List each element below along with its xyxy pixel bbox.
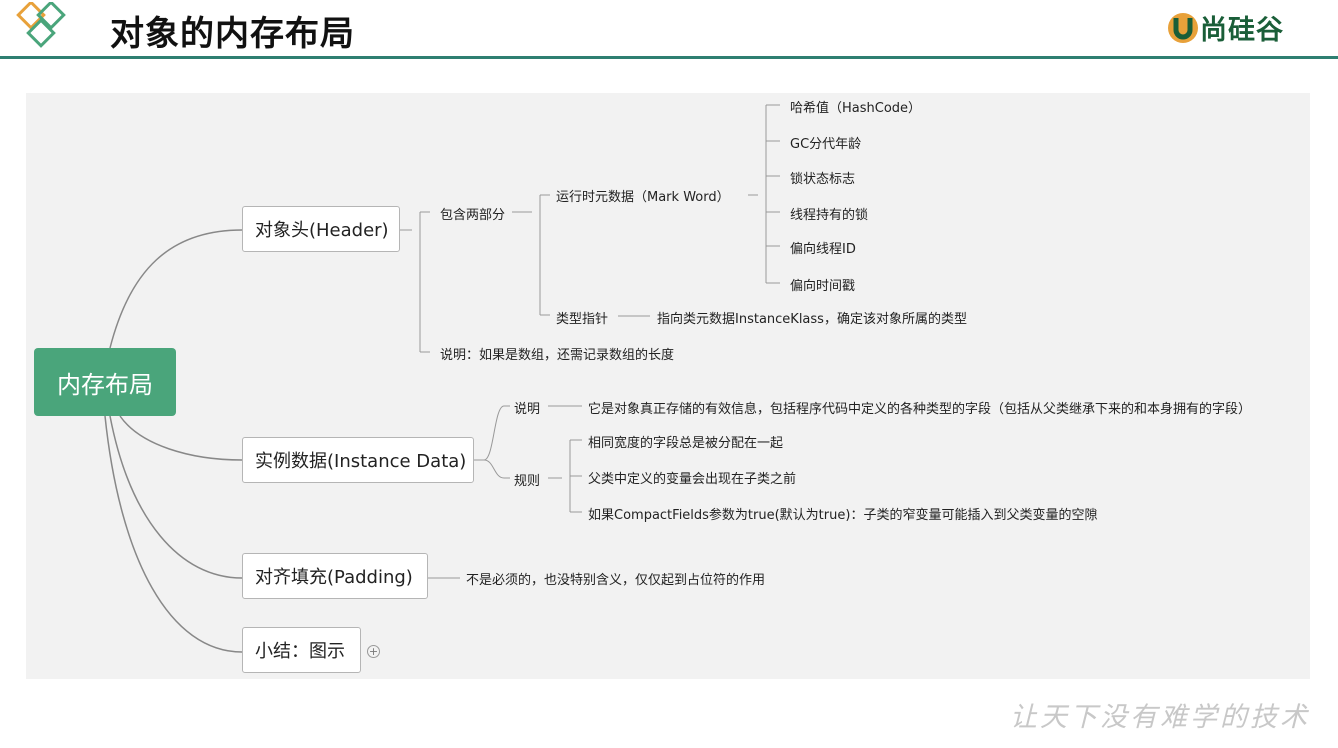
brand-logo-icon [1168,13,1198,43]
mark-item[interactable]: GC分代年龄 [790,137,862,152]
node-klass-pointer[interactable]: 类型指针 [556,312,609,327]
node-instance-desc[interactable]: 它是对象真正存储的有效信息，包括程序代码中定义的各种类型的字段（包括从父类继承下… [588,402,1252,417]
node-mark-word[interactable]: 运行时元数据（Mark Word） [556,190,730,205]
mark-item[interactable]: 线程持有的锁 [790,208,869,223]
brand-name: 尚硅谷 [1200,15,1284,46]
mark-item[interactable]: 锁状态标志 [790,172,856,187]
rule-item[interactable]: 父类中定义的变量会出现在子类之前 [588,472,797,487]
node-padding[interactable]: 对齐填充(Padding) [242,553,428,599]
node-header[interactable]: 对象头(Header) [242,206,400,252]
expand-plus-icon[interactable]: + [367,645,380,658]
logo-diamonds-icon [16,2,66,48]
node-klass-desc[interactable]: 指向类元数据InstanceKlass，确定该对象所属的类型 [657,312,967,327]
node-header-contains[interactable]: 包含两部分 [440,208,506,223]
mark-item[interactable]: 偏向线程ID [790,242,856,257]
node-padding-desc[interactable]: 不是必须的，也没特别含义，仅仅起到占位符的作用 [466,573,766,588]
mark-item[interactable]: 哈希值（HashCode） [790,101,922,116]
node-instance-desc-label[interactable]: 说明 [514,402,541,417]
header-divider [0,56,1338,59]
rule-item[interactable]: 相同宽度的字段总是被分配在一起 [588,436,784,451]
node-instance-data[interactable]: 实例数据(Instance Data) [242,437,474,483]
node-summary[interactable]: 小结：图示 [242,627,361,673]
rule-item[interactable]: 如果CompactFields参数为true(默认为true)：子类的窄变量可能… [588,508,1098,523]
slide-title: 对象的内存布局 [110,14,355,54]
slide-header: 对象的内存布局 尚硅谷 [0,0,1338,59]
mindmap-root[interactable]: 内存布局 [34,348,176,416]
node-header-note[interactable]: 说明：如果是数组，还需记录数组的长度 [440,348,675,363]
watermark: 让天下没有难学的技术 [1010,702,1310,733]
mindmap-canvas [26,93,1310,679]
mark-item[interactable]: 偏向时间戳 [790,279,856,294]
node-instance-rules-label[interactable]: 规则 [514,474,541,489]
